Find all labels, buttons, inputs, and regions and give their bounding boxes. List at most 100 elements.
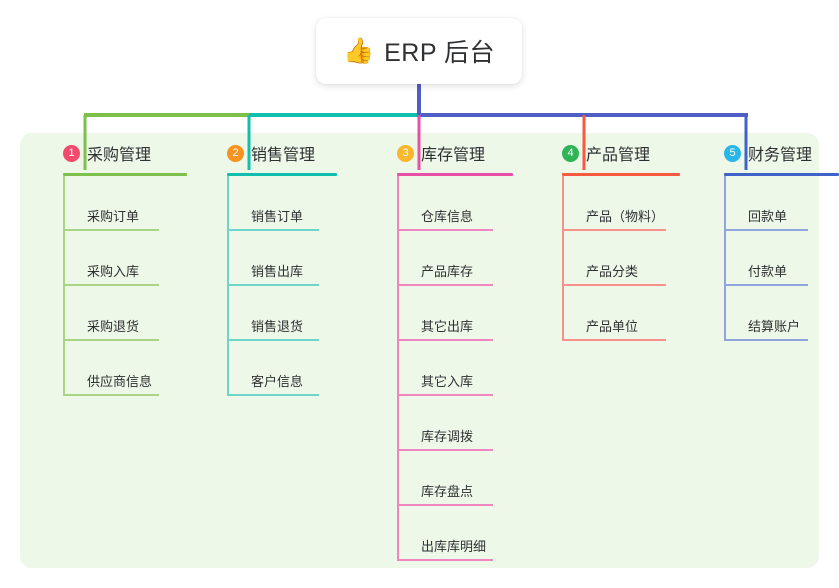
leaf-label: 库存盘点 [421,484,474,499]
leaf-underline [724,284,808,286]
leaf-underline [724,339,808,341]
column-3: 3 库存管理仓库信息产品库存其它出库其它入库库存调拨库存盘点出库库明细 [375,133,513,561]
column-2: 2 销售管理销售订单销售出库销售退货客户信息 [205,133,337,396]
leaf-item[interactable]: 销售订单 [227,176,337,231]
root-node-title: ERP 后台 [384,39,496,67]
leaf-item[interactable]: 库存调拨 [397,396,513,451]
column-1: 1 采购管理采购订单采购入库采购退货供应商信息 [41,133,187,396]
diagram-panel [20,133,819,568]
leaf-item[interactable]: 产品单位 [562,286,680,341]
column-underline-5 [724,173,839,176]
column-title-2: 销售管理 [251,147,316,164]
leaf-item[interactable]: 销售出库 [227,231,337,286]
leaf-underline [63,229,159,231]
leaf-item[interactable]: 销售退货 [227,286,337,341]
leaf-label: 销售出库 [251,264,304,279]
column-badge-5: 5 [724,144,741,162]
leaf-label: 采购订单 [87,209,140,224]
leaf-underline [562,229,666,231]
leaf-item[interactable]: 产品（物料） [562,176,680,231]
leaf-label: 其它入库 [421,374,474,389]
leaf-item[interactable]: 供应商信息 [63,341,187,396]
leaf-spine-5 [724,176,726,341]
leaf-spine-3 [397,176,399,561]
leaf-label: 仓库信息 [421,209,474,224]
leaf-item[interactable]: 产品分类 [562,231,680,286]
leaf-underline [63,339,159,341]
leaf-underline [562,339,666,341]
column-badge-4: 4 [562,144,579,162]
leaf-label: 客户信息 [251,374,304,389]
leaf-label: 其它出库 [421,319,474,334]
leaf-label: 销售退货 [251,319,304,334]
leaf-label: 库存调拨 [421,429,474,444]
leaf-spine-1 [63,176,65,396]
column-badge-2: 2 [227,144,244,162]
thumbs-up-icon: 👍 [342,36,375,65]
column-header-1[interactable]: 1 采购管理 [41,133,187,173]
leaf-label: 采购入库 [87,264,140,279]
leaf-underline [397,339,493,341]
column-container: 1 采购管理采购订单采购入库采购退货供应商信息 2 销售管理销售订单销售出库销售退货客… [20,133,839,568]
leaf-item[interactable]: 结算账户 [724,286,839,341]
leaf-underline [397,284,493,286]
column-badge-1: 1 [63,144,80,162]
leaf-label: 产品（物料） [586,209,665,224]
leaf-item[interactable]: 其它入库 [397,341,513,396]
column-5: 5 财务管理回款单付款单结算账户 [702,133,839,341]
leaf-item[interactable]: 库存盘点 [397,451,513,506]
leaf-underline [397,504,493,506]
column-underline-2 [227,173,337,176]
leaf-label: 产品分类 [586,264,639,279]
leaf-label: 结算账户 [748,319,801,334]
column-header-4[interactable]: 4 产品管理 [540,133,680,173]
column-title-3: 库存管理 [421,147,486,164]
column-title-4: 产品管理 [586,147,651,164]
column-title-1: 采购管理 [87,147,152,164]
leaf-underline [227,394,319,396]
leaf-label: 回款单 [748,209,788,224]
column-header-5[interactable]: 5 财务管理 [702,133,839,173]
leaf-underline [63,394,159,396]
leaf-item[interactable]: 采购入库 [63,231,187,286]
column-underline-1 [63,173,187,176]
column-badge-3: 3 [397,144,414,162]
leaf-label: 供应商信息 [87,374,153,389]
leaf-underline [227,339,319,341]
leaf-item[interactable]: 仓库信息 [397,176,513,231]
leaf-item[interactable]: 回款单 [724,176,839,231]
leaf-list-3: 仓库信息产品库存其它出库其它入库库存调拨库存盘点出库库明细 [397,176,513,561]
root-node-card[interactable]: 👍 ERP 后台 [316,18,522,84]
leaf-label: 销售订单 [251,209,304,224]
leaf-underline [724,229,808,231]
leaf-underline [227,284,319,286]
leaf-item[interactable]: 采购退货 [63,286,187,341]
leaf-underline [397,449,493,451]
leaf-list-5: 回款单付款单结算账户 [724,176,839,341]
leaf-item[interactable]: 采购订单 [63,176,187,231]
leaf-underline [397,229,493,231]
leaf-spine-4 [562,176,564,341]
leaf-underline [397,394,493,396]
column-title-5: 财务管理 [748,147,813,164]
column-header-2[interactable]: 2 销售管理 [205,133,337,173]
leaf-underline [562,284,666,286]
column-header-3[interactable]: 3 库存管理 [375,133,513,173]
column-underline-4 [562,173,680,176]
leaf-item[interactable]: 付款单 [724,231,839,286]
leaf-label: 产品单位 [586,319,639,334]
leaf-item[interactable]: 产品库存 [397,231,513,286]
leaf-item[interactable]: 客户信息 [227,341,337,396]
leaf-underline [63,284,159,286]
leaf-label: 出库库明细 [421,539,487,554]
leaf-underline [397,559,493,561]
column-4: 4 产品管理产品（物料） 产品分类产品单位 [540,133,680,341]
leaf-item[interactable]: 出库库明细 [397,506,513,561]
leaf-spine-2 [227,176,229,396]
leaf-item[interactable]: 其它出库 [397,286,513,341]
leaf-label: 产品库存 [421,264,474,279]
leaf-underline [227,229,319,231]
column-underline-3 [397,173,513,176]
